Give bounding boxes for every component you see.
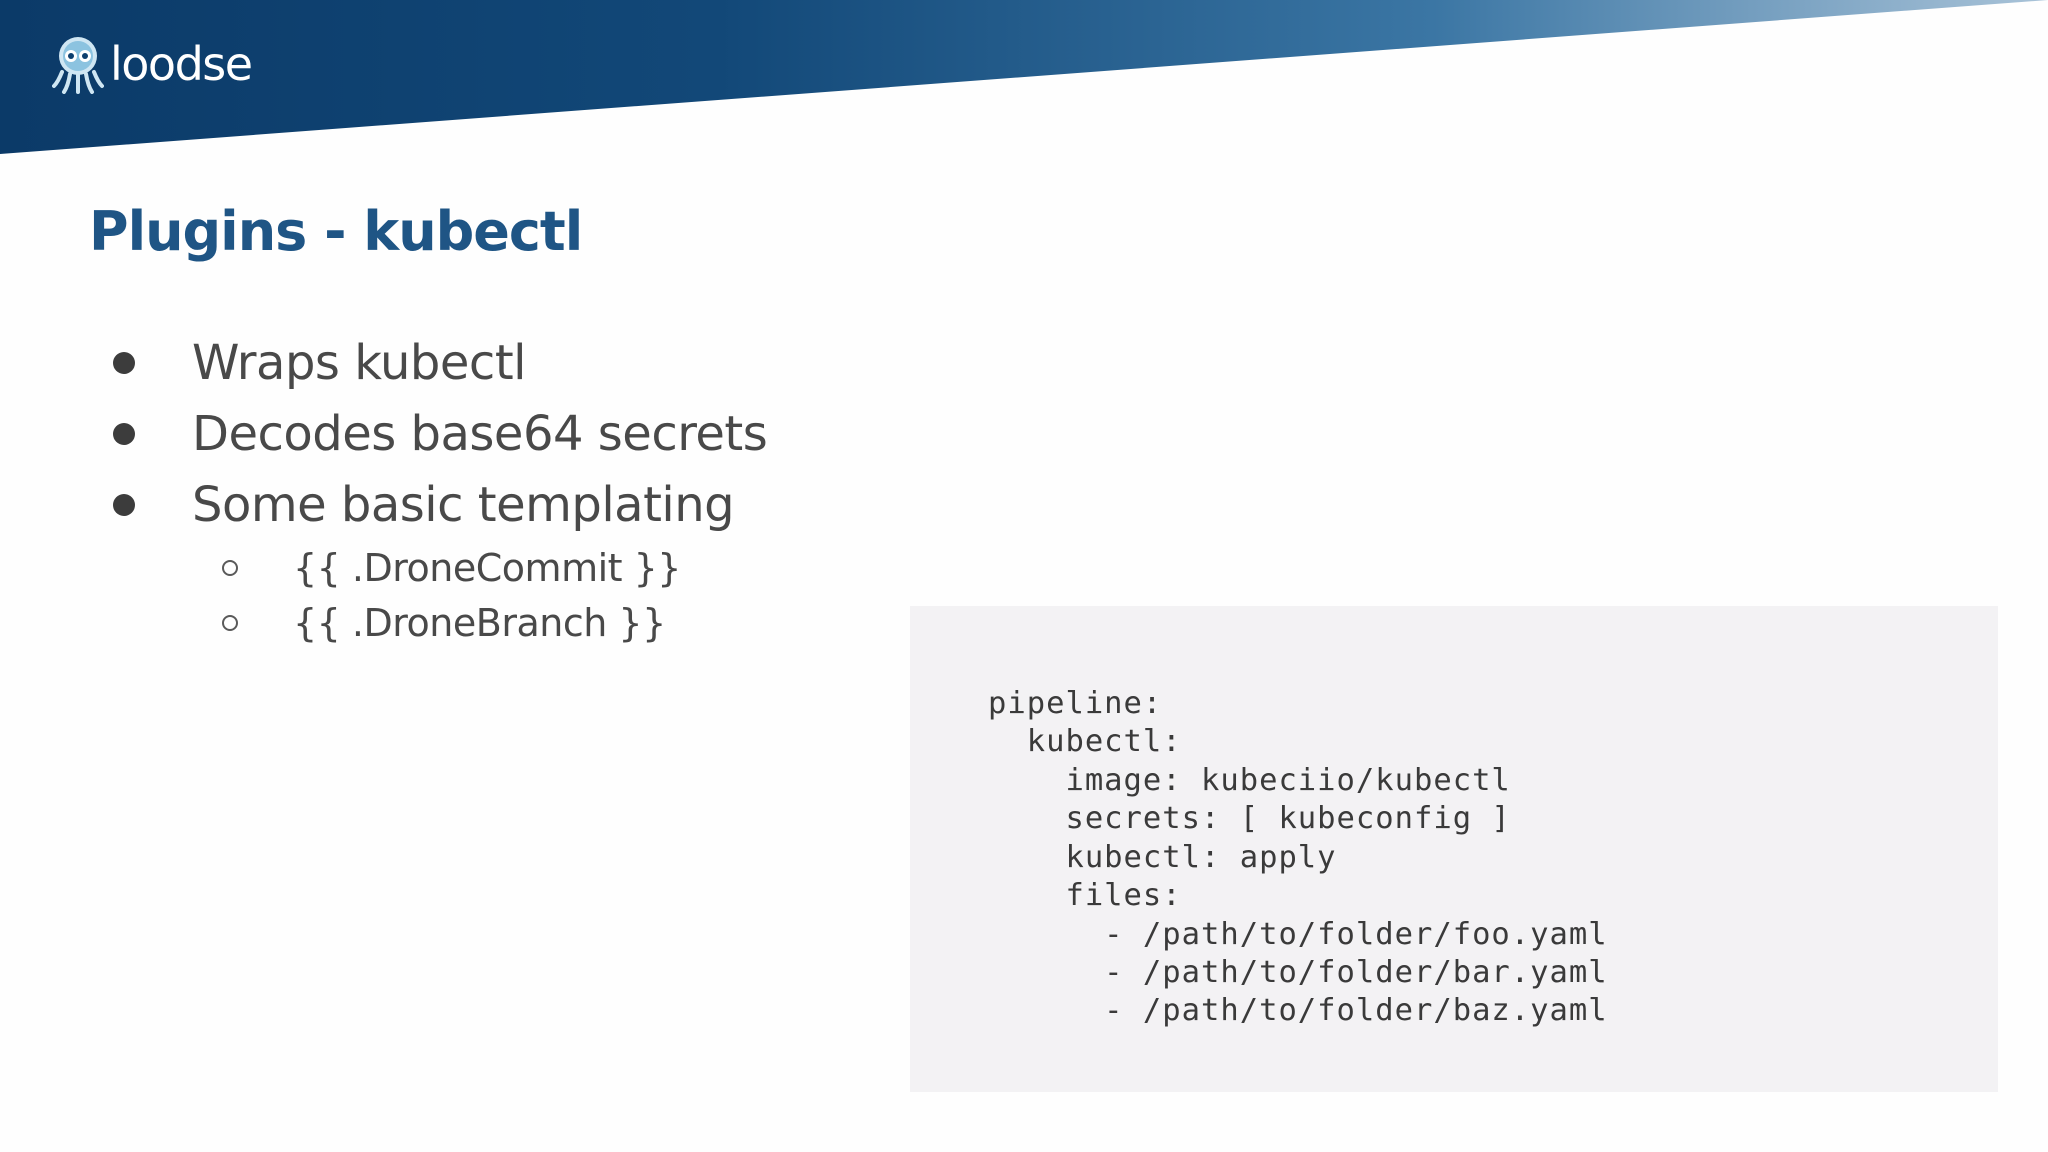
code-line: files:: [988, 878, 1182, 913]
code-line: pipeline:: [988, 686, 1163, 721]
code-line: kubectl:: [988, 724, 1182, 759]
brand-logo[interactable]: loodse: [52, 34, 253, 94]
bullet-item: Wraps kubectl: [0, 330, 900, 396]
bullet-dot-icon: [113, 352, 135, 374]
code-line: secrets: [ kubeconfig ]: [988, 801, 1511, 836]
sub-bullet-text: {{ .DroneCommit }}: [293, 546, 681, 590]
bullet-item: Decodes base64 secrets: [0, 401, 900, 467]
header-band: [0, 0, 2048, 154]
code-block: pipeline: kubectl: image: kubeciio/kubec…: [910, 606, 1998, 1092]
code-line: - /path/to/folder/baz.yaml: [988, 993, 1608, 1028]
bullet-dot-icon: [113, 494, 135, 516]
bullet-ring-icon: [222, 560, 238, 576]
bullet-text: Decodes base64 secrets: [192, 406, 768, 462]
slide-title: Plugins - kubectl: [89, 200, 583, 263]
bullet-dot-icon: [113, 423, 135, 445]
octopus-mascot-icon: [52, 37, 104, 94]
code-line: image: kubeciio/kubectl: [988, 763, 1511, 798]
bullet-item: Some basic templating: [0, 472, 900, 538]
sub-bullet-item: {{ .DroneCommit }}: [0, 541, 900, 595]
bullet-text: Some basic templating: [192, 477, 735, 533]
code-line: - /path/to/folder/foo.yaml: [988, 917, 1608, 952]
bullet-text: Wraps kubectl: [192, 335, 526, 391]
bullet-ring-icon: [222, 615, 238, 631]
code-line: - /path/to/folder/bar.yaml: [988, 955, 1608, 990]
sub-bullet-text: {{ .DroneBranch }}: [293, 601, 666, 645]
brand-name: loodse: [110, 37, 253, 91]
code-line: kubectl: apply: [988, 840, 1337, 875]
sub-bullet-item: {{ .DroneBranch }}: [0, 596, 900, 650]
